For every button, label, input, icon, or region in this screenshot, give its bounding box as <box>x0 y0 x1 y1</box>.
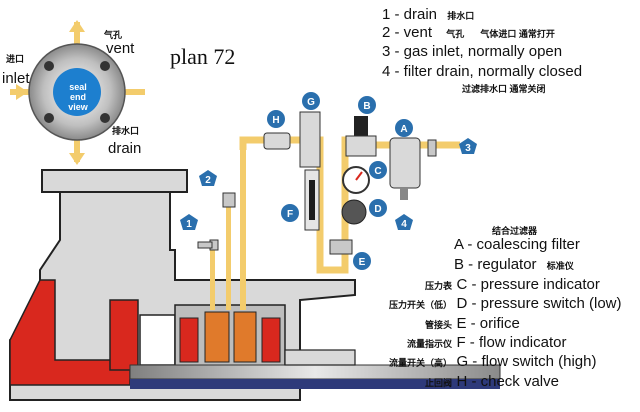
pump-casing <box>9 169 501 401</box>
legend-item-1: 1 - drain 排水口 <box>382 6 475 23</box>
legend-item-d: 压力开关（低） D - pressure switch (low) <box>388 295 622 312</box>
inlet-label-cn: 进口 <box>6 54 25 64</box>
legend-item-e: 管接头 E - orifice <box>424 315 520 332</box>
drain-label-cn: 排水口 <box>112 126 140 136</box>
seal-connections <box>197 150 246 310</box>
legend-item-c: 压力表 C - pressure indicator <box>424 276 600 293</box>
legend-item-2: 2 - vent 气孔 气体进口 通常打开 <box>382 24 555 41</box>
vent-label-cn: 气孔 <box>104 30 123 40</box>
legend-item-3: 3 - gas inlet, normally open <box>382 43 563 60</box>
legend-item-b: B - regulator 标准仪 <box>454 256 574 273</box>
legend-item-4: 4 - filter drain, normally closed <box>382 63 583 80</box>
legend-item-4-cn: 过滤排水口 通常关闭 <box>462 84 546 94</box>
legend-item-a-cn: 结合过滤器 <box>492 226 538 236</box>
vent-arrow-icon <box>69 20 85 32</box>
gas-supply-piping <box>239 111 460 274</box>
legend-item-g: 流量开关（高） G - flow switch (high) <box>388 353 597 370</box>
diagram-title: plan 72 <box>170 44 236 69</box>
legend-item-h: 止回阀 H - check valve <box>424 373 559 390</box>
legend-item-f: 流量指示仪 F - flow indicator <box>406 334 567 351</box>
inlet-arrow-icon <box>16 84 28 100</box>
drain-label: drain <box>108 140 142 157</box>
inlet-label: inlet <box>2 70 30 87</box>
drain-arrow-icon <box>69 153 85 165</box>
seal-end-view-label: seal end view <box>68 82 88 112</box>
seal-end-view <box>10 20 145 165</box>
legend-item-a: A - coalescing filter <box>454 236 580 253</box>
vent-label: vent <box>106 40 135 57</box>
seal-center-icon <box>53 68 101 116</box>
